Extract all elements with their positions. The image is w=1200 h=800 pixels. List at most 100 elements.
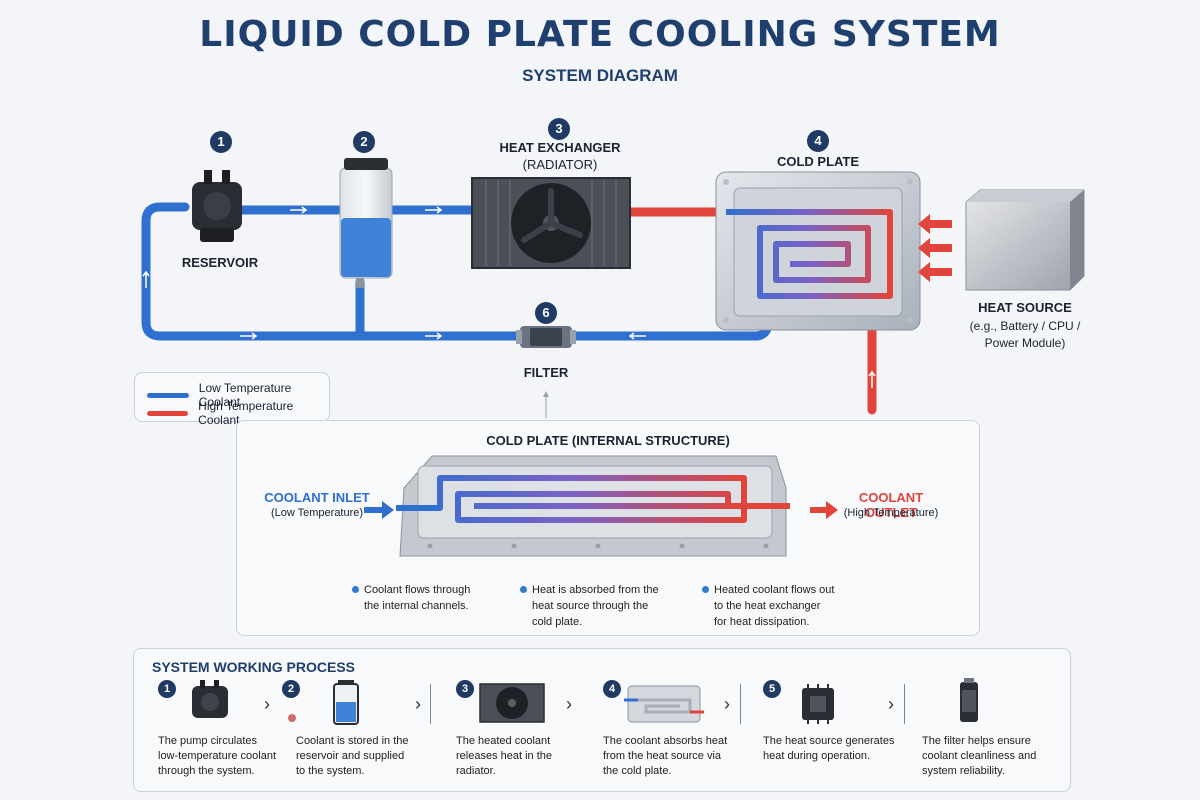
filter-label: FILTER <box>523 365 569 380</box>
reservoir-icon <box>339 158 393 288</box>
note-3-line-3: for heat dissipation. <box>714 616 810 628</box>
legend-high-swatch <box>147 410 189 416</box>
step-4-line-1: The coolant absorbs heat <box>603 735 728 747</box>
note-2-line-1: Heat is absorbed from the <box>532 584 659 596</box>
reservoir-icon <box>288 680 359 725</box>
note-1-line-2: the internal channels. <box>364 600 469 612</box>
step-separator <box>740 684 741 724</box>
step-4-text: The coolant absorbs heat from the heat s… <box>603 734 733 779</box>
step-5-line-1: The heat source generates <box>763 735 895 747</box>
legend: Low Temperature Coolant High Temperature… <box>134 372 330 427</box>
chevron-right-icon: › <box>724 694 730 714</box>
step-1-line-1: The pump circulates <box>158 735 258 747</box>
heat-source-example-2: Power Module) <box>984 336 1066 350</box>
page-subtitle: SYSTEM DIAGRAM <box>522 66 678 85</box>
step-5-text: The heat source generates heat during op… <box>763 734 898 764</box>
step-6-line-1: The filter helps ensure <box>922 735 1031 747</box>
radiator-icon <box>471 177 631 269</box>
reservoir-label: RESERVOIR <box>181 255 259 270</box>
step-6-line-2: coolant cleanliness and <box>922 750 1037 762</box>
cold-plate-number-badge: 4 <box>807 130 829 152</box>
legend-low-label: Low Temperature Coolant <box>198 381 292 409</box>
bullet-icon <box>352 586 359 593</box>
internal-cold-plate <box>396 455 790 557</box>
chip-icon <box>802 684 834 724</box>
step-2-line-2: reservoir and supplied <box>296 750 405 762</box>
internal-note-2: Heat is absorbed from the heat source th… <box>520 582 680 630</box>
internal-note-3: Heated coolant flows out to the heat exc… <box>702 582 862 630</box>
legend-low-swatch <box>147 392 189 398</box>
bullet-icon <box>520 586 527 593</box>
step-4-number: 4 <box>603 680 621 698</box>
coolant-inlet-label: COOLANT INLET <box>264 490 370 505</box>
flow-arrows <box>142 206 876 388</box>
chevron-right-icon: › <box>264 694 270 714</box>
step-6-text: The filter helps ensure coolant cleanlin… <box>922 734 1057 779</box>
radiator-icon <box>479 683 545 723</box>
step-5-number: 5 <box>763 680 781 698</box>
heat-exchanger-number-badge: 3 <box>548 118 570 140</box>
step-4-line-2: from the heat source via <box>603 750 722 762</box>
step-6-line-3: system reliability. <box>922 765 1005 777</box>
internal-note-1: Coolant flows through the internal chann… <box>352 582 502 614</box>
note-1-line-1: Coolant flows through <box>364 584 471 596</box>
high-temp-pipes <box>623 207 877 415</box>
pump-icon <box>192 680 228 718</box>
step-1-line-3: through the system. <box>158 765 255 777</box>
heat-arrows <box>918 214 952 282</box>
legend-high-label: High Temperature Coolant <box>198 399 294 427</box>
step-separator <box>430 684 431 724</box>
inlet-arrow <box>364 501 394 519</box>
chevron-right-icon: › <box>566 694 572 714</box>
page-title: LIQUID COLD PLATE COOLING SYSTEM <box>199 14 1001 55</box>
step-3-line-3: radiator. <box>456 765 496 777</box>
step-2-number: 2 <box>282 680 300 698</box>
step-1-text: The pump circulates low-temperature cool… <box>158 734 278 779</box>
step-3-text: The heated coolant releases heat in the … <box>456 734 576 779</box>
step-4-line-3: the cold plate. <box>603 765 672 777</box>
coolant-outlet-sublabel: (High Temperature) <box>843 507 939 519</box>
legend-high: High Temperature Coolant <box>147 399 329 427</box>
step-5-line-2: heat during operation. <box>763 750 871 762</box>
heat-exchanger-sublabel: (RADIATOR) <box>522 157 598 172</box>
chevron-right-icon: › <box>888 694 894 714</box>
step-1-number: 1 <box>158 680 176 698</box>
step-3-line-1: The heated coolant <box>456 735 551 747</box>
pump-number-badge: 1 <box>210 131 232 153</box>
heat-source-example-1: (e.g., Battery / CPU / <box>969 319 1081 333</box>
internal-structure-title: COLD PLATE (INTERNAL STRUCTURE) <box>486 433 730 448</box>
cold-plate-icon <box>715 171 921 331</box>
coolant-inlet-sublabel: (Low Temperature) <box>270 507 364 519</box>
legend-low: Low Temperature Coolant <box>147 381 329 409</box>
chevron-right-icon: › <box>415 694 421 714</box>
heat-source-icon <box>965 189 1085 291</box>
coolant-outlet-label: COOLANT OUTLET <box>858 490 924 520</box>
step-1-line-2: low-temperature coolant <box>158 750 277 762</box>
pump-icon <box>192 170 242 242</box>
filter-number-badge: 6 <box>535 302 557 324</box>
low-temp-pipes <box>141 202 773 341</box>
step-3-line-2: releases heat in the <box>456 750 553 762</box>
filter-icon <box>516 326 576 348</box>
note-3-line-1: Heated coolant flows out <box>714 584 835 596</box>
step-2-line-1: Coolant is stored in the <box>296 735 409 747</box>
heat-source-label: HEAT SOURCE <box>978 300 1072 315</box>
note-3-line-2: to the heat exchanger <box>714 600 821 612</box>
reservoir-number-badge: 2 <box>353 131 375 153</box>
note-2-line-3: cold plate. <box>532 616 583 628</box>
process-title: SYSTEM WORKING PROCESS <box>152 659 356 675</box>
outlet-arrow <box>810 501 838 519</box>
bullet-icon <box>702 586 709 593</box>
step-2-text: Coolant is stored in the reservoir and s… <box>296 734 421 779</box>
step-separator <box>904 684 905 724</box>
cold-plate-icon <box>624 685 704 723</box>
cold-plate-label: COLD PLATE <box>776 154 860 169</box>
note-2-line-2: heat source through the <box>532 600 649 612</box>
step-2-line-3: to the system. <box>296 765 365 777</box>
step-3-number: 3 <box>456 680 474 698</box>
heat-exchanger-label: HEAT EXCHANGER <box>499 140 621 155</box>
filter-icon <box>960 678 978 722</box>
